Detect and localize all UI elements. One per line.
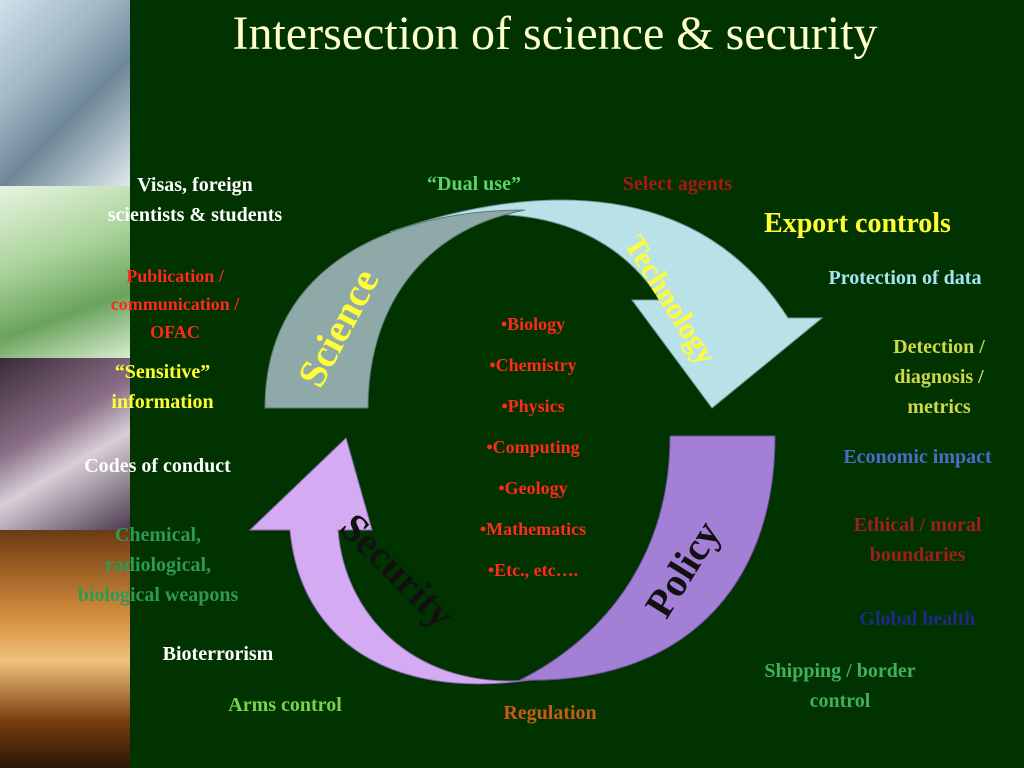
field-item: •Physics: [501, 396, 565, 416]
field-item: •Mathematics: [479, 519, 587, 539]
dual-use-label: “Dual use”: [427, 173, 521, 195]
science-arrow: [264, 209, 526, 409]
codes-of-conduct-label: Codes of conduct: [84, 455, 231, 477]
detection-label: Detection / diagnosis / metrics: [893, 336, 985, 418]
shipping-label: Shipping / border control: [764, 660, 916, 712]
economic-impact-label: Economic impact: [843, 446, 992, 468]
field-item: •Chemistry: [489, 355, 577, 375]
visas-label: Visas, foreign scientists & students: [107, 174, 283, 226]
global-health-label: Global health: [859, 608, 976, 630]
regulation-label: Regulation: [503, 702, 597, 724]
field-item: •Etc., etc….: [487, 560, 579, 580]
policy-arrow: [519, 435, 776, 681]
protection-of-data-label: Protection of data: [828, 267, 982, 289]
bioterrorism-label: Bioterrorism: [162, 643, 274, 665]
publication-label: Publication / communication / OFAC: [110, 266, 240, 342]
cbr-weapons-label: Chemical, radiological, biological weapo…: [77, 524, 239, 606]
glassware-photo: [0, 186, 130, 358]
security-arrow: [248, 437, 531, 685]
field-item: •Computing: [486, 437, 580, 457]
sensitive-information-label: “Sensitive” information: [111, 361, 214, 413]
field-item: •Geology: [498, 478, 568, 498]
test-tubes-photo: [0, 530, 130, 768]
dna-photo: [0, 358, 130, 530]
slide-title: Intersection of science & security: [232, 7, 878, 60]
export-controls-label: Export controls: [764, 208, 951, 239]
microscope-photo: [0, 0, 130, 186]
photo-strip: [0, 0, 130, 768]
science-fields-list: •Biology •Chemistry •Physics •Computing …: [448, 304, 618, 591]
field-item: •Biology: [500, 314, 566, 334]
ethical-boundaries-label: Ethical / moral boundaries: [853, 514, 982, 566]
select-agents-label: Select agents: [622, 173, 733, 195]
arms-control-label: Arms control: [228, 694, 342, 716]
